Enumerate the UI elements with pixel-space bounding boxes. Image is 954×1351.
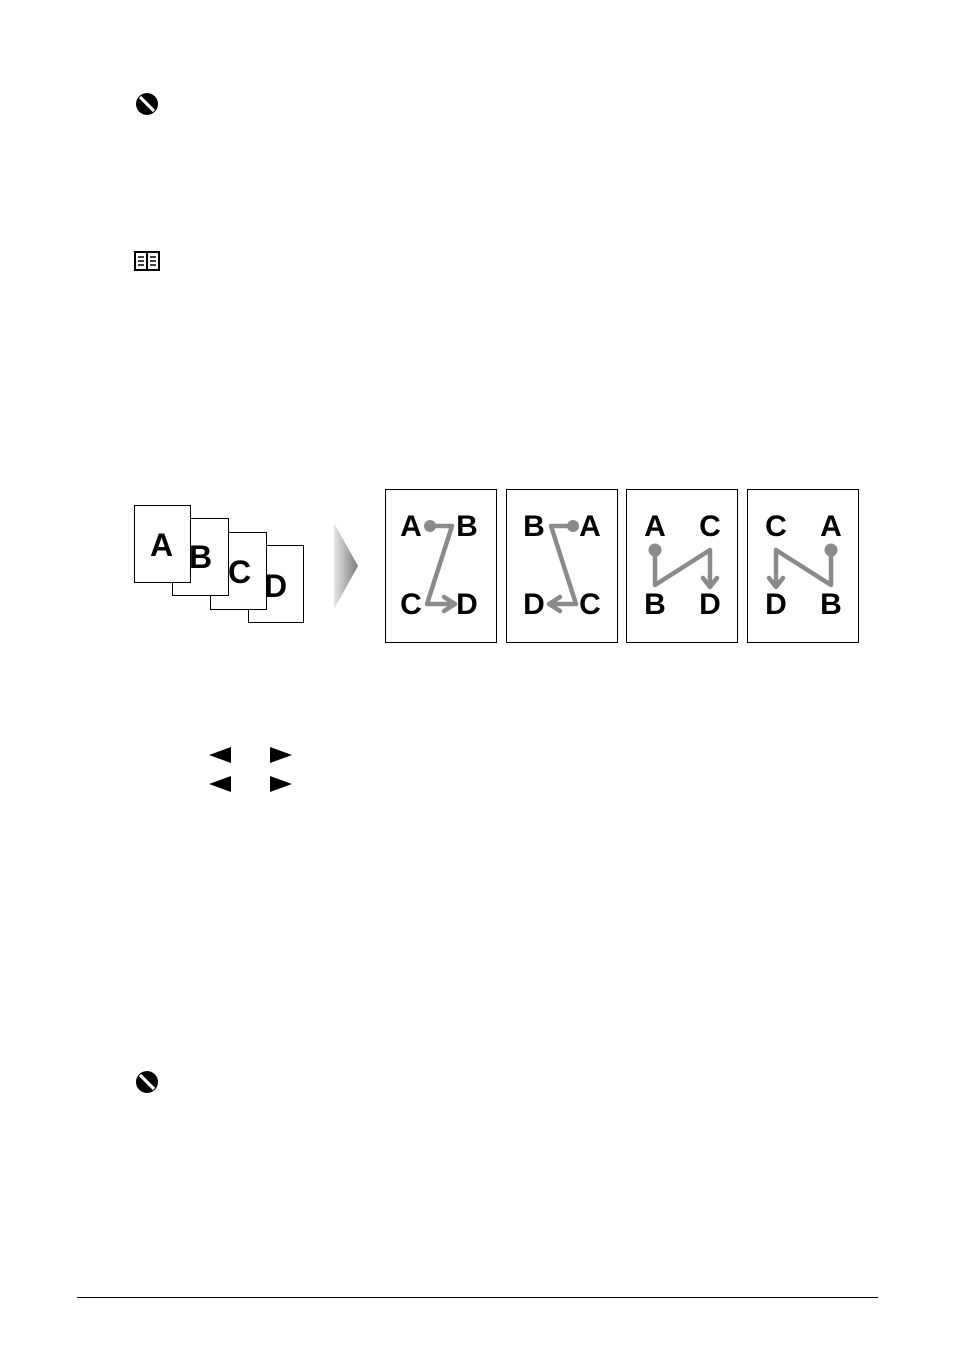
source-page-a: A (134, 505, 191, 583)
layout-1-top-right: B (454, 512, 480, 542)
footer-rule (77, 1297, 878, 1298)
triangle-left-icon (209, 776, 231, 792)
layout-panel-4: C A D B (747, 489, 859, 643)
layout-4-bottom-right: B (818, 590, 844, 620)
triangle-right-icon (270, 747, 292, 763)
layout-2-bottom-right: C (577, 590, 603, 620)
layout-3-top-right: C (697, 512, 723, 542)
layout-4-top-left: C (763, 512, 789, 542)
source-page-b-letter: B (189, 541, 212, 573)
important-icon (135, 1070, 159, 1094)
layout-panel-2: B A D C (506, 489, 618, 643)
layout-3-bottom-right: D (697, 590, 723, 620)
important-icon (135, 92, 159, 116)
open-book-icon (133, 250, 161, 272)
note-icon (133, 250, 161, 272)
layout-1-bottom-right: D (454, 590, 480, 620)
no-entry-icon (135, 1070, 159, 1094)
layout-1-top-left: A (398, 512, 424, 542)
chevron-right-icon (333, 523, 359, 609)
layout-panel-3: A C B D (626, 489, 738, 643)
source-page-c-letter: C (228, 556, 251, 588)
layout-2-bottom-left: D (521, 590, 547, 620)
layout-2-top-left: B (521, 512, 547, 542)
layout-2-top-right: A (577, 512, 603, 542)
layout-4-top-right: A (818, 512, 844, 542)
layout-4-bottom-left: D (763, 590, 789, 620)
layout-1-bottom-left: C (398, 590, 424, 620)
layout-3-top-left: A (642, 512, 668, 542)
no-entry-icon (135, 92, 159, 116)
triangle-left-icon (209, 747, 231, 763)
source-page-d-letter: D (264, 570, 287, 602)
layout-3-bottom-left: B (642, 590, 668, 620)
source-page-a-letter: A (150, 529, 173, 561)
layout-panel-1: A B C D (385, 489, 497, 643)
triangle-right-icon (270, 776, 292, 792)
